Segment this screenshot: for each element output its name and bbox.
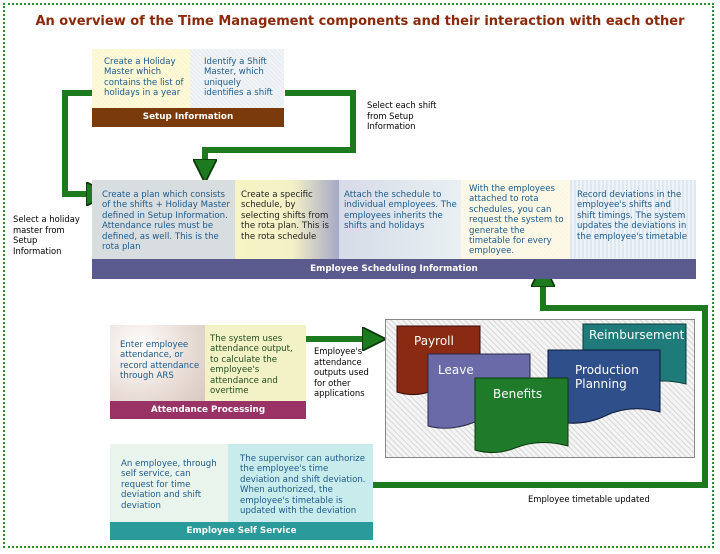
arrow-timetable-updated <box>373 275 708 488</box>
selfservice-authorize-text: The supervisor can authorize the employe… <box>240 454 366 517</box>
scheduling-timetable-box: With the employees attached to rota sche… <box>461 180 570 259</box>
selfservice-request-text: An employee, through self service, can r… <box>121 459 217 511</box>
scheduling-deviations-text: Record deviations in the employee's shif… <box>577 190 688 242</box>
scheduling-attach-text: Attach the schedule to individual employ… <box>344 190 457 232</box>
selfservice-bar: Employee Self Service <box>110 522 373 540</box>
payroll-label: Payroll <box>414 334 454 348</box>
attendance-entry-text: Enter employee attendance, or record att… <box>120 340 200 382</box>
benefits-label: Benefits <box>493 387 543 401</box>
scheduling-rota-plan-text: Create a plan which consists of the shif… <box>102 190 230 253</box>
setup-shift-box: Identify a Shift Master, which uniquely … <box>190 49 284 108</box>
setup-shift-text: Identify a Shift Master, which uniquely … <box>204 57 273 99</box>
note-timetable-updated: Employee timetable updated <box>528 494 650 504</box>
selfservice-authorize-box: The supervisor can authorize the employe… <box>228 444 373 522</box>
attendance-calc-box: The system uses attendance output, to ca… <box>205 325 306 401</box>
production-planning-label: Production Planning <box>575 363 639 391</box>
scheduling-rota-schedule-text: Create a specific schedule, by selecting… <box>241 190 329 242</box>
setup-holiday-text: Create a Holiday Master which contains t… <box>104 57 184 99</box>
benefits-shape <box>474 377 569 454</box>
scheduling-deviations-box: Record deviations in the employee's shif… <box>570 180 696 259</box>
attendance-bar: Attendance Processing <box>110 401 306 419</box>
scheduling-rota-plan-box: Create a plan which consists of the shif… <box>92 180 235 259</box>
arrow-shift-master <box>205 90 356 171</box>
setup-holiday-box: Create a Holiday Master which contains t… <box>92 49 190 108</box>
attendance-calc-text: The system uses attendance output, to ca… <box>210 334 293 397</box>
note-select-shift: Select each shift from Setup Information <box>367 100 437 131</box>
scheduling-rota-schedule-box: Create a specific schedule, by selecting… <box>235 180 339 259</box>
note-attendance-outputs: Employee's attendance outputs used for o… <box>314 346 369 398</box>
note-select-holiday: Select a holiday master from Setup Infor… <box>13 214 80 256</box>
scheduling-bar: Employee Scheduling Information <box>92 259 696 279</box>
setup-bar: Setup Information <box>92 108 284 127</box>
attendance-entry-box: Enter employee attendance, or record att… <box>110 325 205 401</box>
scheduling-attach-box: Attach the schedule to individual employ… <box>339 180 461 259</box>
diagram-title: An overview of the Time Management compo… <box>35 14 685 29</box>
arrow-holiday-master <box>62 90 98 194</box>
scheduling-timetable-text: With the employees attached to rota sche… <box>469 184 564 257</box>
diagram-frame <box>3 3 714 548</box>
reimbursement-label: Reimbursement <box>589 328 685 342</box>
selfservice-request-box: An employee, through self service, can r… <box>110 444 228 522</box>
leave-label: Leave <box>438 363 474 377</box>
